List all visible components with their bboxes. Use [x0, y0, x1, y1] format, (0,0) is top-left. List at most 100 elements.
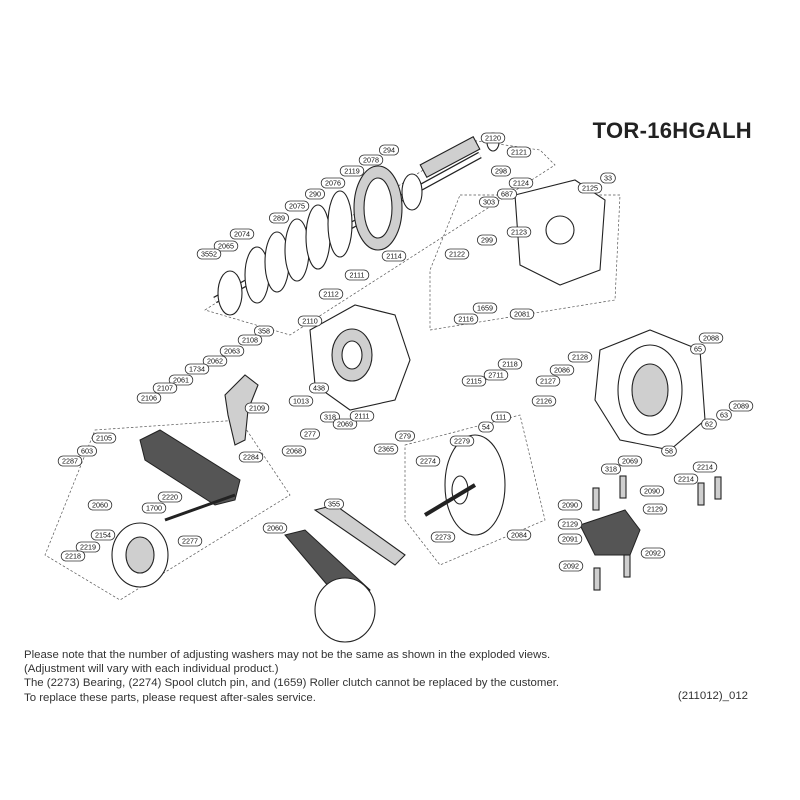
part-number-text: 289 [273, 214, 285, 223]
notes: Please note that the number of adjusting… [24, 648, 624, 705]
part-callout-2218: 2218 [60, 550, 86, 562]
part-number-text: 2110 [302, 317, 317, 326]
part-callout-62: 62 [701, 418, 717, 430]
part-number-text: 2078 [363, 156, 379, 165]
part-callout-687: 687 [496, 188, 517, 200]
part-number-text: 687 [501, 190, 513, 199]
part-callout-2069: 2069 [617, 455, 643, 467]
part-number-text: 2065 [218, 242, 234, 251]
part-callout-54: 54 [478, 421, 494, 433]
part-number-text: 2129 [562, 520, 578, 529]
part-callout-2114: 2114 [381, 250, 407, 262]
part-number-text: 111 [496, 413, 507, 422]
part-callout-2154: 2154 [90, 529, 116, 541]
part-number-text: 2214 [697, 463, 713, 472]
part-callout-2124: 2124 [508, 177, 534, 189]
part-number-text: 303 [483, 198, 495, 207]
part-callout-2065: 2065 [213, 240, 239, 252]
part-number-text: 603 [81, 447, 93, 456]
part-callout-2121: 2121 [506, 146, 532, 158]
part-callout-2091: 2091 [557, 533, 583, 545]
part-number-text: 2075 [289, 202, 305, 211]
part-number-text: 63 [720, 411, 728, 420]
part-number-text: 58 [665, 447, 673, 456]
part-number-text: 33 [604, 174, 612, 183]
part-number-text: 2274 [420, 457, 436, 466]
diagram-code: (211012)_012 [677, 690, 748, 702]
part-number-text: 2069 [622, 457, 638, 466]
part-callout-2076: 2076 [320, 177, 346, 189]
part-number-text: 2219 [80, 543, 96, 552]
part-number-text: 2112 [323, 290, 338, 299]
part-number-text: 2061 [173, 376, 189, 385]
part-callout-2107: 2107 [152, 382, 178, 394]
part-callout-2279: 2279 [449, 435, 475, 447]
part-number-text: 2123 [511, 228, 527, 237]
part-callout-2074: 2074 [229, 228, 255, 240]
part-callout-2081: 2081 [509, 308, 535, 320]
note-line-2: (Adjustment will vary with each individu… [24, 663, 279, 676]
brake-plate [514, 179, 606, 286]
part-callout-2112: 2112 [318, 288, 344, 300]
part-number-text: 2121 [511, 148, 527, 157]
part-number-text: 2711 [488, 371, 503, 380]
part-number-text: 2277 [182, 537, 198, 546]
part-number-text: 2106 [141, 394, 157, 403]
part-callout-279: 279 [394, 430, 415, 442]
part-number-text: 2114 [386, 252, 401, 261]
part-number-text: 2124 [513, 179, 529, 188]
part-callout-2219: 2219 [75, 541, 101, 553]
part-callout-298: 298 [490, 165, 511, 177]
part-number-text: 290 [309, 190, 321, 199]
part-number-text: 2128 [572, 353, 588, 362]
part-number-text: 2081 [514, 310, 530, 319]
part-number-text: 2091 [562, 535, 578, 544]
model-title: TOR-16HGALH [592, 118, 752, 143]
part-number-text: 2154 [95, 531, 111, 540]
part-callout-2127: 2127 [535, 375, 561, 387]
part-number-text: 318 [605, 465, 617, 474]
part-number-text: 1013 [293, 397, 309, 406]
main-gear-stack [213, 132, 500, 316]
part-callout-303: 303 [478, 196, 499, 208]
part-number-text: 298 [495, 167, 507, 176]
side-plate-assembly [309, 304, 411, 411]
note-line-1: Please note that the number of adjusting… [24, 649, 551, 661]
power-handle [284, 504, 406, 643]
rod-clamp [579, 475, 722, 591]
part-number-text: 2122 [449, 250, 465, 259]
part-callout-2119: 2119 [339, 165, 365, 177]
part-number-text: 2111 [350, 271, 365, 280]
part-number-text: 2084 [511, 531, 527, 540]
part-callout-2075: 2075 [284, 200, 310, 212]
part-callout-2108: 2108 [237, 334, 263, 346]
part-callout-33: 33 [600, 172, 616, 184]
part-callout-2084: 2084 [506, 529, 532, 541]
part-number-text: 2129 [647, 505, 663, 514]
part-callout-318: 318 [319, 411, 340, 423]
part-callout-2126: 2126 [531, 395, 557, 407]
part-callout-2287: 2287 [57, 455, 83, 467]
part-callout-1659: 1659 [472, 302, 498, 314]
part-callout-2118: 2118 [497, 358, 523, 370]
part-callout-58: 58 [661, 445, 677, 457]
part-callout-294: 294 [378, 144, 399, 156]
part-callout-2060: 2060 [262, 522, 288, 534]
part-callout-2086: 2086 [549, 364, 575, 376]
part-number-text: 2287 [62, 457, 78, 466]
part-callout-2115: 2115 [461, 375, 487, 387]
part-number-text: 2086 [554, 366, 570, 375]
part-callout-2060: 2060 [87, 499, 113, 511]
part-callout-2120: 2120 [480, 132, 506, 144]
part-number-text: 2108 [242, 336, 258, 345]
part-callout-2062: 2062 [202, 355, 228, 367]
part-callout-2274: 2274 [415, 455, 441, 467]
part-callout-1700: 1700 [141, 502, 167, 514]
part-number-text: 279 [399, 432, 411, 441]
part-number-text: 2089 [733, 402, 749, 411]
part-callout-289: 289 [268, 212, 289, 224]
part-number-text: 318 [324, 413, 336, 422]
part-number-text: 277 [304, 430, 316, 439]
